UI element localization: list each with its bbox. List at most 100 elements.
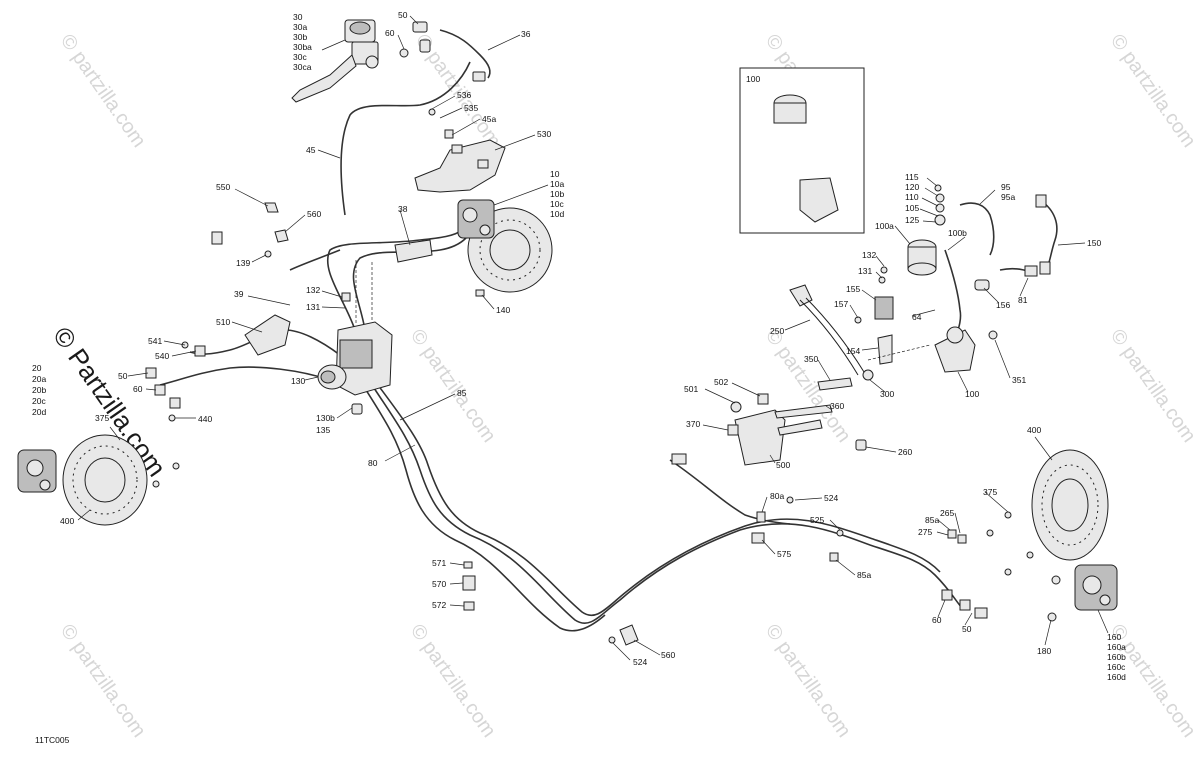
front-caliper-right xyxy=(457,199,495,239)
callout-label: 130b xyxy=(316,413,335,423)
callout-label: 155 xyxy=(846,284,860,294)
callout-label: 535 xyxy=(464,103,478,113)
callout-label: 375 xyxy=(983,487,997,497)
callout-label: 131 xyxy=(306,302,320,312)
front-brake-disc-left xyxy=(62,434,180,526)
callout-label: 135 xyxy=(316,425,330,435)
callout-label: 85 xyxy=(457,388,467,398)
callout-label: 150 xyxy=(1087,238,1101,248)
callout-label: 10 xyxy=(550,169,560,179)
callout-label: 10a xyxy=(550,179,564,189)
callout-label: 20 xyxy=(32,363,42,373)
callout-label: 154 xyxy=(846,346,860,356)
callout-label: 550 xyxy=(216,182,230,192)
callout-label: 39 xyxy=(234,289,244,299)
callout-label: 132 xyxy=(306,285,320,295)
small-bracket-560-top xyxy=(264,229,289,258)
rear-brake-disc xyxy=(1031,449,1109,561)
callout-label: 351 xyxy=(1012,375,1026,385)
callout-label: 160a xyxy=(1107,642,1126,652)
callout-label: 157 xyxy=(834,299,848,309)
watermark-text: © partzilla.com xyxy=(56,620,150,741)
callout-label: 60 xyxy=(932,615,942,625)
callout-label: 160 xyxy=(1107,632,1121,642)
callout-labels: 30 30a 30b 30ba 30c 30ca 50 60 36 536 53… xyxy=(32,10,1126,745)
callout-label: 85a xyxy=(925,515,939,525)
sensor-plug-rear xyxy=(671,453,687,465)
callout-label: 250 xyxy=(770,326,784,336)
callout-label: 100 xyxy=(746,74,760,84)
small-bracket-550 xyxy=(211,202,279,245)
callout-label: 115 xyxy=(905,172,919,182)
callout-label: 85a xyxy=(857,570,871,580)
callout-label: 160d xyxy=(1107,672,1126,682)
callout-label: 524 xyxy=(633,657,647,667)
callout-label: 160b xyxy=(1107,652,1126,662)
fitting-stack-570 xyxy=(462,561,476,611)
brake-pedal-250 xyxy=(789,284,865,376)
callout-label: 38 xyxy=(398,204,408,214)
callout-label: 30 xyxy=(293,12,303,22)
watermark-text: © partzilla.com xyxy=(56,30,150,151)
callout-label: 20d xyxy=(32,407,46,417)
callout-label: 20c xyxy=(32,396,46,406)
clip-260 xyxy=(855,439,867,451)
callout-label: 440 xyxy=(198,414,212,424)
callout-label: 20a xyxy=(32,374,46,384)
callout-label: 30ca xyxy=(293,62,312,72)
brake-lines xyxy=(159,29,1058,632)
callout-label: 81 xyxy=(1018,295,1028,305)
bracket-530 xyxy=(414,108,506,193)
pivot-350 xyxy=(817,369,874,391)
callout-label: 30ba xyxy=(293,42,312,52)
callout-label: 80a xyxy=(770,491,784,501)
callout-label: 370 xyxy=(686,419,700,429)
callout-label: 30b xyxy=(293,32,307,42)
callout-label: 10d xyxy=(550,209,564,219)
callout-label: 139 xyxy=(236,258,250,268)
rear-hardware xyxy=(941,511,1061,622)
callout-label: 501 xyxy=(684,384,698,394)
callout-label: 571 xyxy=(432,558,446,568)
diagram-code: 11TC005 xyxy=(35,735,70,745)
callout-label: 570 xyxy=(432,579,446,589)
callout-label: 575 xyxy=(777,549,791,559)
sensor-150 xyxy=(1035,194,1051,275)
callout-label: 541 xyxy=(148,336,162,346)
callout-label: 560 xyxy=(661,650,675,660)
callout-label: 500 xyxy=(776,460,790,470)
callout-label: 10b xyxy=(550,189,564,199)
callout-label: 160c xyxy=(1107,662,1126,672)
banjo-fitting-top xyxy=(399,21,431,58)
callout-label: 105 xyxy=(905,203,919,213)
callout-label: 130 xyxy=(291,376,305,386)
callout-label: 45a xyxy=(482,114,496,124)
callout-label: 275 xyxy=(918,527,932,537)
callout-label: 525 xyxy=(810,515,824,525)
callout-label: 530 xyxy=(537,129,551,139)
callout-label: 265 xyxy=(940,508,954,518)
rear-line-hardware xyxy=(751,496,844,562)
callout-label: 132 xyxy=(862,250,876,260)
callout-label: 400 xyxy=(60,516,74,526)
callout-label: 260 xyxy=(898,447,912,457)
bolt-140 xyxy=(475,289,485,297)
sensor-81 xyxy=(1024,265,1038,277)
watermark-text: © partzilla.com xyxy=(1106,30,1200,151)
watermark-text: © partzilla.com xyxy=(761,620,855,741)
callout-label: 100a xyxy=(875,221,894,231)
callout-label: 64 xyxy=(912,312,922,322)
callout-label: 50 xyxy=(118,371,128,381)
callout-label: 60 xyxy=(385,28,395,38)
callout-label: 540 xyxy=(155,351,169,361)
watermark-text: © partzilla.com xyxy=(1106,325,1200,446)
callout-label: 350 xyxy=(804,354,818,364)
callout-label: 30c xyxy=(293,52,307,62)
callout-label: 180 xyxy=(1037,646,1051,656)
callout-label: 80 xyxy=(368,458,378,468)
callout-label: 140 xyxy=(496,305,510,315)
callout-label: 400 xyxy=(1027,425,1041,435)
watermark-text: © partzilla.com xyxy=(406,620,500,741)
callout-label: 524 xyxy=(824,493,838,503)
